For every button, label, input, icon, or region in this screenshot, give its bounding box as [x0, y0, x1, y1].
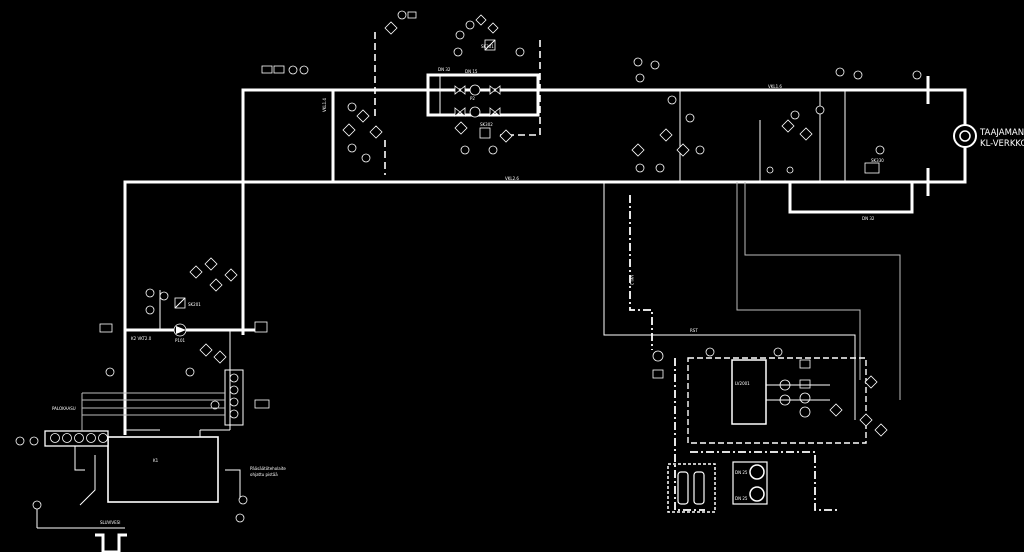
line-label-dn-upper: DN 15: [465, 69, 478, 74]
instrument-cluster-sk301: [453, 14, 525, 57]
line-label-vkl1-6: VKL1.6: [768, 84, 782, 89]
instrument-cluster-top: [384, 10, 417, 35]
network-label-line1: TAAJAMAN: [979, 128, 1024, 138]
instrument-cluster-top-left: [261, 65, 309, 75]
line-label-rst: RST: [690, 328, 698, 333]
pump-group-p101: P101 SK201: [99, 257, 270, 410]
boiler-note-1: Pääsäätöteholaite: [250, 466, 286, 471]
floor-drain-label: SLUVIVESI: [100, 520, 120, 525]
boiler-note-2: ohjattu pistää: [250, 472, 278, 477]
valve-label-sk330: SK330: [871, 158, 884, 163]
pump-label-p101: P101: [175, 338, 186, 343]
boiler-k1: K1 PALOKAASU Pääsäätöteholaite ohjattu p…: [15, 369, 286, 552]
main-pipes: [123, 32, 967, 435]
valve-label-sk302: SK302: [480, 122, 493, 127]
boiler-header-label: PALOKAASU: [52, 406, 76, 411]
line-label-dn-bypass: DN 32: [862, 216, 875, 221]
instrument-cluster-mid: [631, 57, 705, 173]
district-heating-network: TAAJAMAN KL-VERKKO: [953, 124, 1024, 149]
network-label-line2: KL-VERKKO: [980, 139, 1024, 149]
accumulator-label: LV2001: [735, 381, 750, 386]
upper-instruments: [261, 10, 922, 174]
tank-label-a: DN 25: [735, 470, 748, 475]
boiler-label: K1: [153, 458, 159, 463]
instrument-cluster-right: [766, 67, 922, 174]
line-label-vkl1-4: VKL1.4: [322, 98, 327, 112]
instrument-cluster-left: [342, 102, 383, 163]
line-label-vkl2-6: VKL2.6: [505, 176, 519, 181]
valve-label-sk201: SK201: [188, 302, 201, 307]
right-equipment: LV2001 DN 25 DN 25: [652, 347, 888, 513]
line-label-dn-main: DN 32: [438, 67, 451, 72]
instrument-cluster-sk302: [454, 121, 513, 155]
pump-label-p2: P2: [470, 96, 475, 101]
upper-loop-valves: [454, 84, 501, 118]
line-label-vkl2: VKL2: [629, 275, 634, 286]
line-label-k2-vkt2: K2 VKT2.0: [131, 336, 152, 341]
tank-label-b: DN 25: [735, 496, 748, 501]
valve-label-sk301: SK301: [481, 44, 494, 49]
